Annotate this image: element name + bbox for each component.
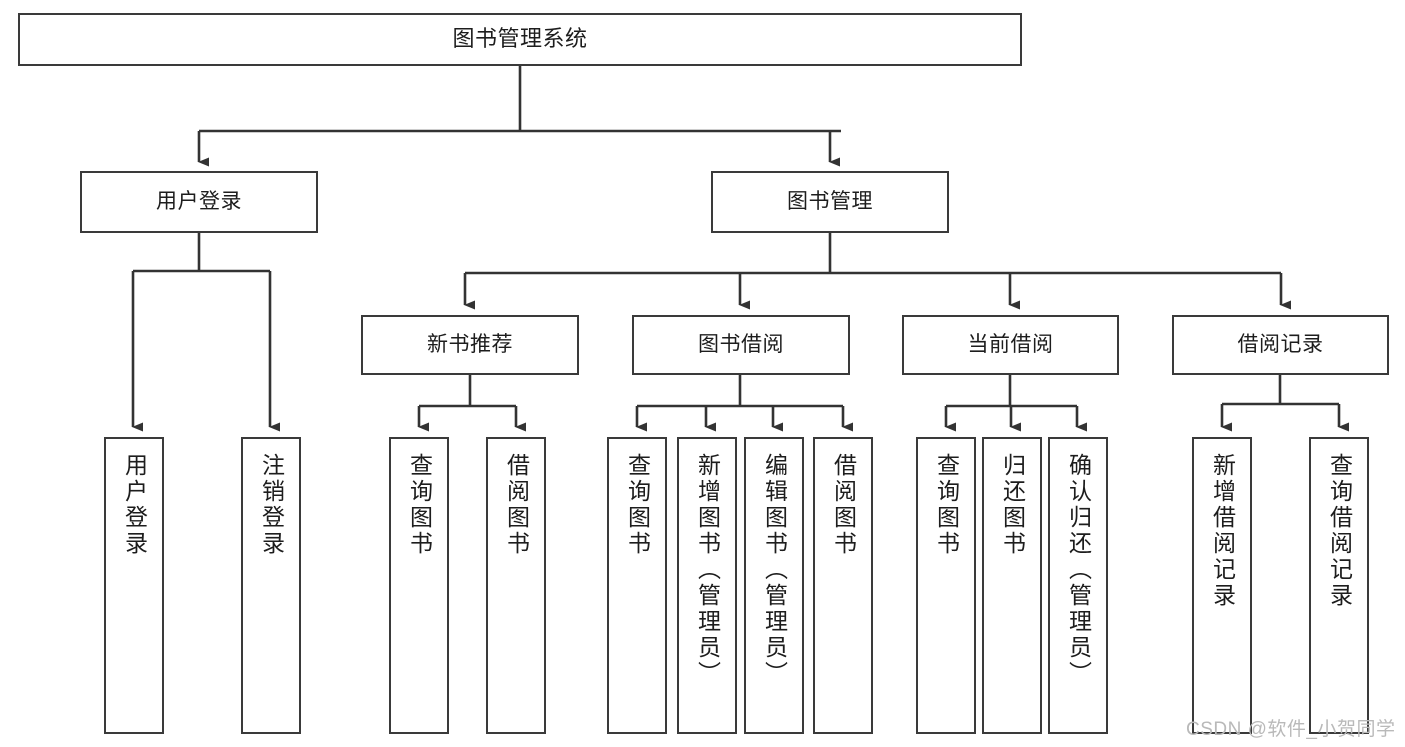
node-current-borrow[interactable]: 当前借阅	[902, 315, 1119, 375]
leaf-query-book-current-label: 查询图书	[933, 453, 960, 557]
leaf-add-book-admin-label: 新增图书（管理员）	[694, 453, 721, 687]
node-root-label: 图书管理系统	[452, 26, 588, 52]
node-book-management[interactable]: 图书管理	[711, 171, 949, 233]
leaf-add-borrow-record-label: 新增借阅记录	[1209, 453, 1236, 609]
leaf-return-book-label: 归还图书	[999, 453, 1026, 557]
leaf-logout-label: 注销登录	[258, 453, 285, 557]
leaf-borrow-book[interactable]: 借阅图书	[813, 437, 873, 734]
node-new-book-recommend-label: 新书推荐	[427, 333, 513, 357]
node-book-management-label: 图书管理	[787, 190, 873, 214]
leaf-query-book-borrow[interactable]: 查询图书	[607, 437, 667, 734]
leaf-query-borrow-record[interactable]: 查询借阅记录	[1309, 437, 1369, 734]
node-user-login[interactable]: 用户登录	[80, 171, 318, 233]
csdn-watermark: CSDN @软件_小贺同学	[1186, 719, 1396, 740]
leaf-add-borrow-record[interactable]: 新增借阅记录	[1192, 437, 1252, 734]
leaf-user-login[interactable]: 用户登录	[104, 437, 164, 734]
leaf-user-login-label: 用户登录	[121, 453, 148, 557]
node-book-borrow[interactable]: 图书借阅	[632, 315, 850, 375]
node-borrow-record-label: 借阅记录	[1237, 333, 1324, 357]
leaf-edit-book-admin-label: 编辑图书（管理员）	[761, 453, 788, 687]
node-current-borrow-label: 当前借阅	[967, 333, 1054, 357]
leaf-borrow-book-label: 借阅图书	[830, 453, 857, 557]
node-user-login-label: 用户登录	[156, 190, 242, 214]
leaf-query-book-current[interactable]: 查询图书	[916, 437, 976, 734]
leaf-logout[interactable]: 注销登录	[241, 437, 301, 734]
leaf-query-book-new-label: 查询图书	[406, 453, 433, 557]
leaf-query-borrow-record-label: 查询借阅记录	[1326, 453, 1353, 609]
leaf-borrow-book-new-label: 借阅图书	[503, 453, 530, 557]
leaf-query-book-borrow-label: 查询图书	[624, 453, 651, 557]
leaf-confirm-return-admin[interactable]: 确认归还（管理员）	[1048, 437, 1108, 734]
leaf-confirm-return-admin-label: 确认归还（管理员）	[1065, 453, 1092, 687]
node-new-book-recommend[interactable]: 新书推荐	[361, 315, 579, 375]
leaf-edit-book-admin[interactable]: 编辑图书（管理员）	[744, 437, 804, 734]
leaf-add-book-admin[interactable]: 新增图书（管理员）	[677, 437, 737, 734]
node-book-borrow-label: 图书借阅	[698, 333, 784, 357]
node-borrow-record[interactable]: 借阅记录	[1172, 315, 1389, 375]
leaf-query-book-new[interactable]: 查询图书	[389, 437, 449, 734]
leaf-borrow-book-new[interactable]: 借阅图书	[486, 437, 546, 734]
leaf-return-book[interactable]: 归还图书	[982, 437, 1042, 734]
node-root[interactable]: 图书管理系统	[18, 13, 1022, 66]
